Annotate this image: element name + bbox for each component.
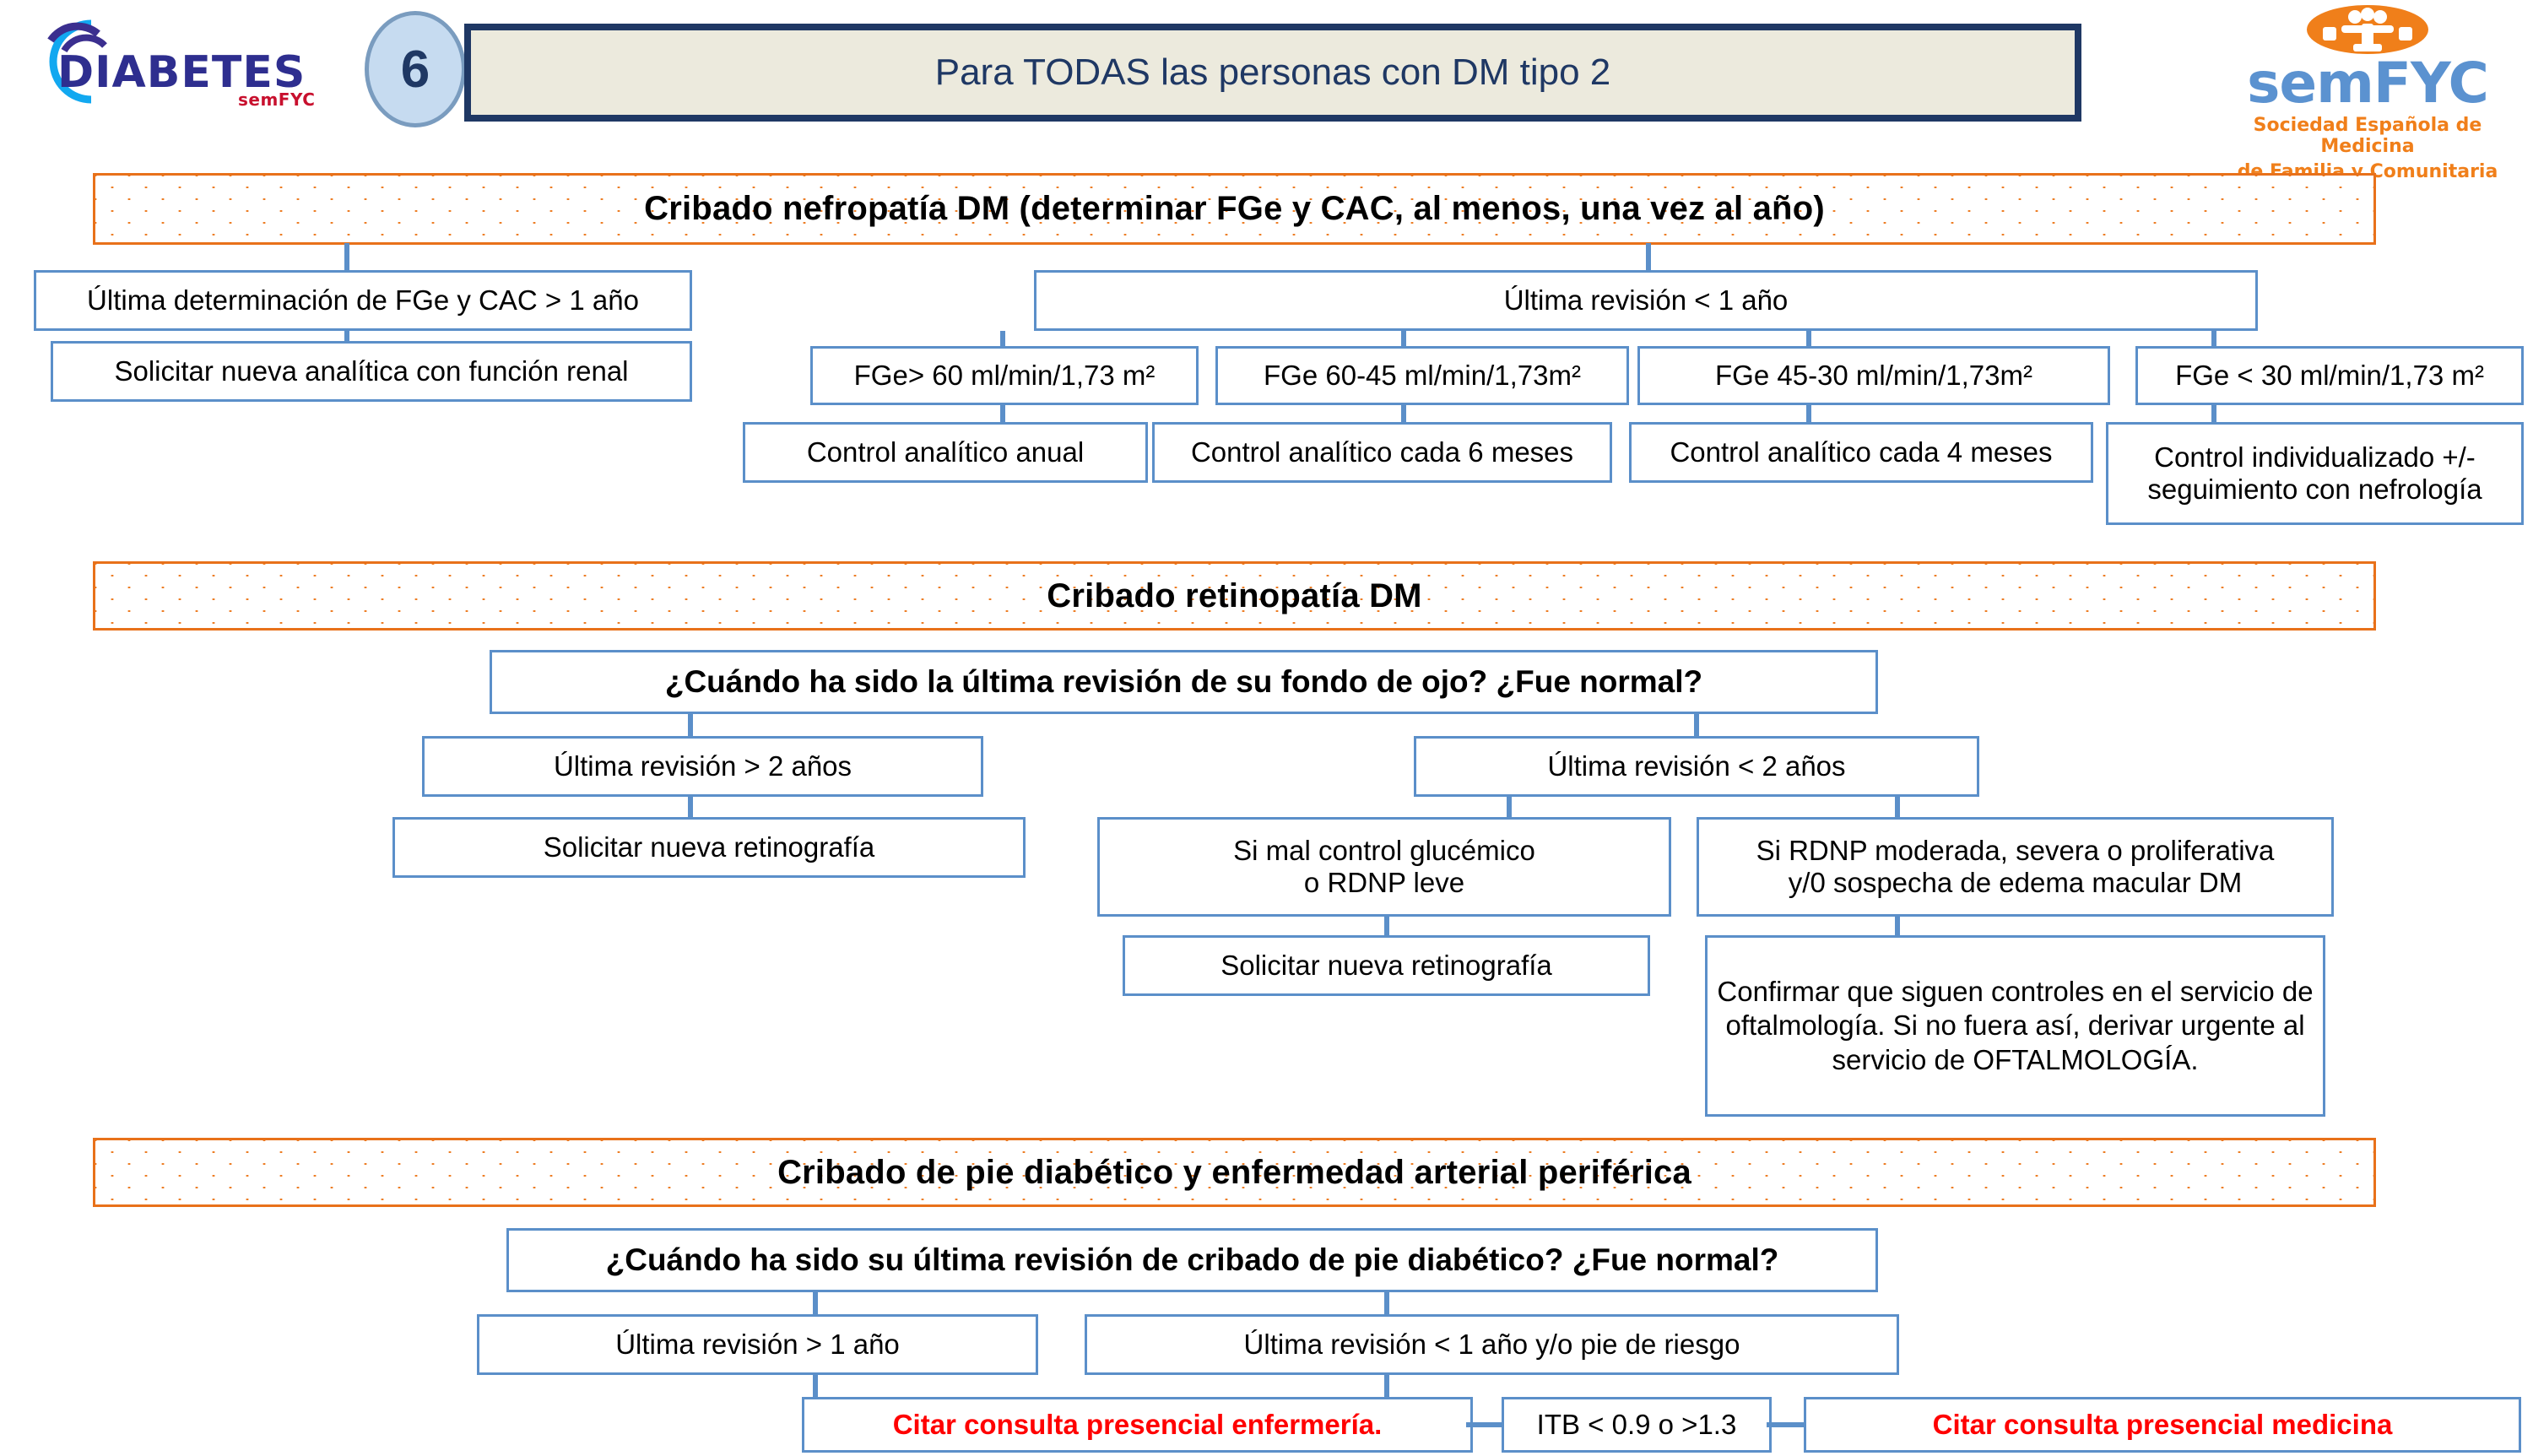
connector-retino-mid [1507, 797, 1512, 817]
connector-pie-enfermeria [813, 1375, 818, 1397]
connector-ctrl-2 [1401, 405, 1406, 422]
box-solicitar-analitica-renal[interactable]: Solicitar nueva analítica con función re… [51, 341, 692, 402]
box-fge-45-30[interactable]: FGe 45-30 ml/min/1,73m² [1637, 346, 2110, 405]
box-ultima-determinacion-fge-cac[interactable]: Última determinación de FGe y CAC > 1 añ… [34, 270, 692, 331]
connector-retino-right-action [1895, 917, 1900, 935]
connector-pie-left [813, 1292, 818, 1314]
box-pie-ultima-revision-mayor-1-anio[interactable]: Última revisión > 1 año [477, 1314, 1038, 1375]
connector-retino-left [688, 714, 693, 736]
box-control-individualizado-nefrologia[interactable]: Control individualizado +/- seguimiento … [2106, 422, 2524, 525]
box-fge-mayor-60[interactable]: FGe> 60 ml/min/1,73 m² [810, 346, 1199, 405]
connector-fge-2 [1401, 331, 1406, 346]
banner-retinopatia-text: Cribado retinopatía DM [1047, 576, 1422, 614]
diabetes-semfyc-subtext: semFYC [238, 89, 316, 110]
box-itb-valor[interactable]: ITB < 0.9 o >1.3 [1502, 1397, 1772, 1453]
semfyc-people-oval-icon [2307, 5, 2428, 54]
connector-fge-4 [2211, 331, 2216, 346]
diabetes-semfyc-logo: DIABETES semFYC [17, 15, 346, 110]
connector-retino-mid-action [1384, 917, 1389, 935]
box-confirmar-controles-oftalmologia[interactable]: Confirmar que siguen controles en el ser… [1705, 935, 2325, 1117]
box-rdnp-moderada-severa-proliferativa[interactable]: Si RDNP moderada, severa o proliferativa… [1697, 817, 2334, 917]
connector-itb-right [1767, 1422, 1809, 1427]
box-ultima-revision-menor-1-anio[interactable]: Última revisión < 1 año [1034, 270, 2258, 331]
box-pregunta-fondo-de-ojo[interactable]: ¿Cuándo ha sido la última revisión de su… [490, 650, 1878, 714]
box-control-analitico-6-meses[interactable]: Control analítico cada 6 meses [1152, 422, 1612, 483]
connector-fge-1 [1000, 331, 1005, 346]
box-fge-menor-30[interactable]: FGe < 30 ml/min/1,73 m² [2135, 346, 2524, 405]
semfyc-wordmark: semFYC [2247, 51, 2489, 116]
box-pie-ultima-revision-menor-1-anio[interactable]: Última revisión < 1 año y/o pie de riesg… [1085, 1314, 1899, 1375]
connector-fge-3 [1806, 331, 1811, 346]
banner-cribado-pie-diabetico: Cribado de pie diabético y enfermedad ar… [93, 1138, 2376, 1207]
semfyc-logo: semFYC Sociedad Española de Medicina de … [2228, 3, 2507, 182]
box-mal-control-glucemico-rdnp-leve[interactable]: Si mal control glucémico o RDNP leve [1097, 817, 1671, 917]
connector-ctrl-3 [1806, 405, 1811, 422]
box-solicitar-retinografia-mid[interactable]: Solicitar nueva retinografía [1123, 935, 1650, 996]
box-pregunta-pie-diabetico[interactable]: ¿Cuándo ha sido su última revisión de cr… [506, 1228, 1878, 1292]
box-solicitar-retinografia-left[interactable]: Solicitar nueva retinografía [392, 817, 1026, 878]
box-citar-consulta-enfermeria[interactable]: Citar consulta presencial enfermería. [802, 1397, 1473, 1453]
banner-cribado-nefropatia: Cribado nefropatía DM (determinar FGe y … [93, 173, 2376, 245]
box-control-analitico-4-meses[interactable]: Control analítico cada 4 meses [1629, 422, 2093, 483]
box-fge-60-45[interactable]: FGe 60-45 ml/min/1,73m² [1215, 346, 1629, 405]
banner-pie-diabetico-text: Cribado de pie diabético y enfermedad ar… [777, 1153, 1691, 1191]
connector-nefro-left [344, 243, 349, 270]
diabetes-arc-icon [47, 19, 107, 104]
connector-ctrl-4 [2211, 405, 2216, 422]
connector-retino-left-action [688, 797, 693, 817]
section-number-badge: 6 [365, 11, 466, 127]
connector-left-branch [344, 331, 349, 341]
connector-pie-itb [1384, 1375, 1389, 1397]
box-control-analitico-anual[interactable]: Control analítico anual [743, 422, 1148, 483]
connector-retino-right [1694, 714, 1699, 736]
diabetes-wordmark: DIABETES [57, 47, 306, 98]
page-title-bar: Para TODAS las personas con DM tipo 2 [464, 24, 2081, 122]
box-citar-consulta-medicina[interactable]: Citar consulta presencial medicina [1804, 1397, 2521, 1453]
page-title: Para TODAS las personas con DM tipo 2 [934, 51, 1611, 93]
connector-retino-rightcond [1895, 797, 1900, 817]
connector-pie-right [1384, 1292, 1389, 1314]
connector-nefro-right [1646, 243, 1651, 270]
banner-cribado-retinopatia: Cribado retinopatía DM [93, 561, 2376, 631]
connector-itb-left [1466, 1422, 1507, 1427]
box-ultima-revision-menor-2-anios[interactable]: Última revisión < 2 años [1414, 736, 1979, 797]
semfyc-tagline-line1: Sociedad Española de Medicina [2253, 115, 2482, 158]
connector-ctrl-1 [1000, 405, 1005, 422]
banner-nefropatia-text: Cribado nefropatía DM (determinar FGe y … [644, 190, 1825, 227]
box-ultima-revision-mayor-2-anios[interactable]: Última revisión > 2 años [422, 736, 983, 797]
